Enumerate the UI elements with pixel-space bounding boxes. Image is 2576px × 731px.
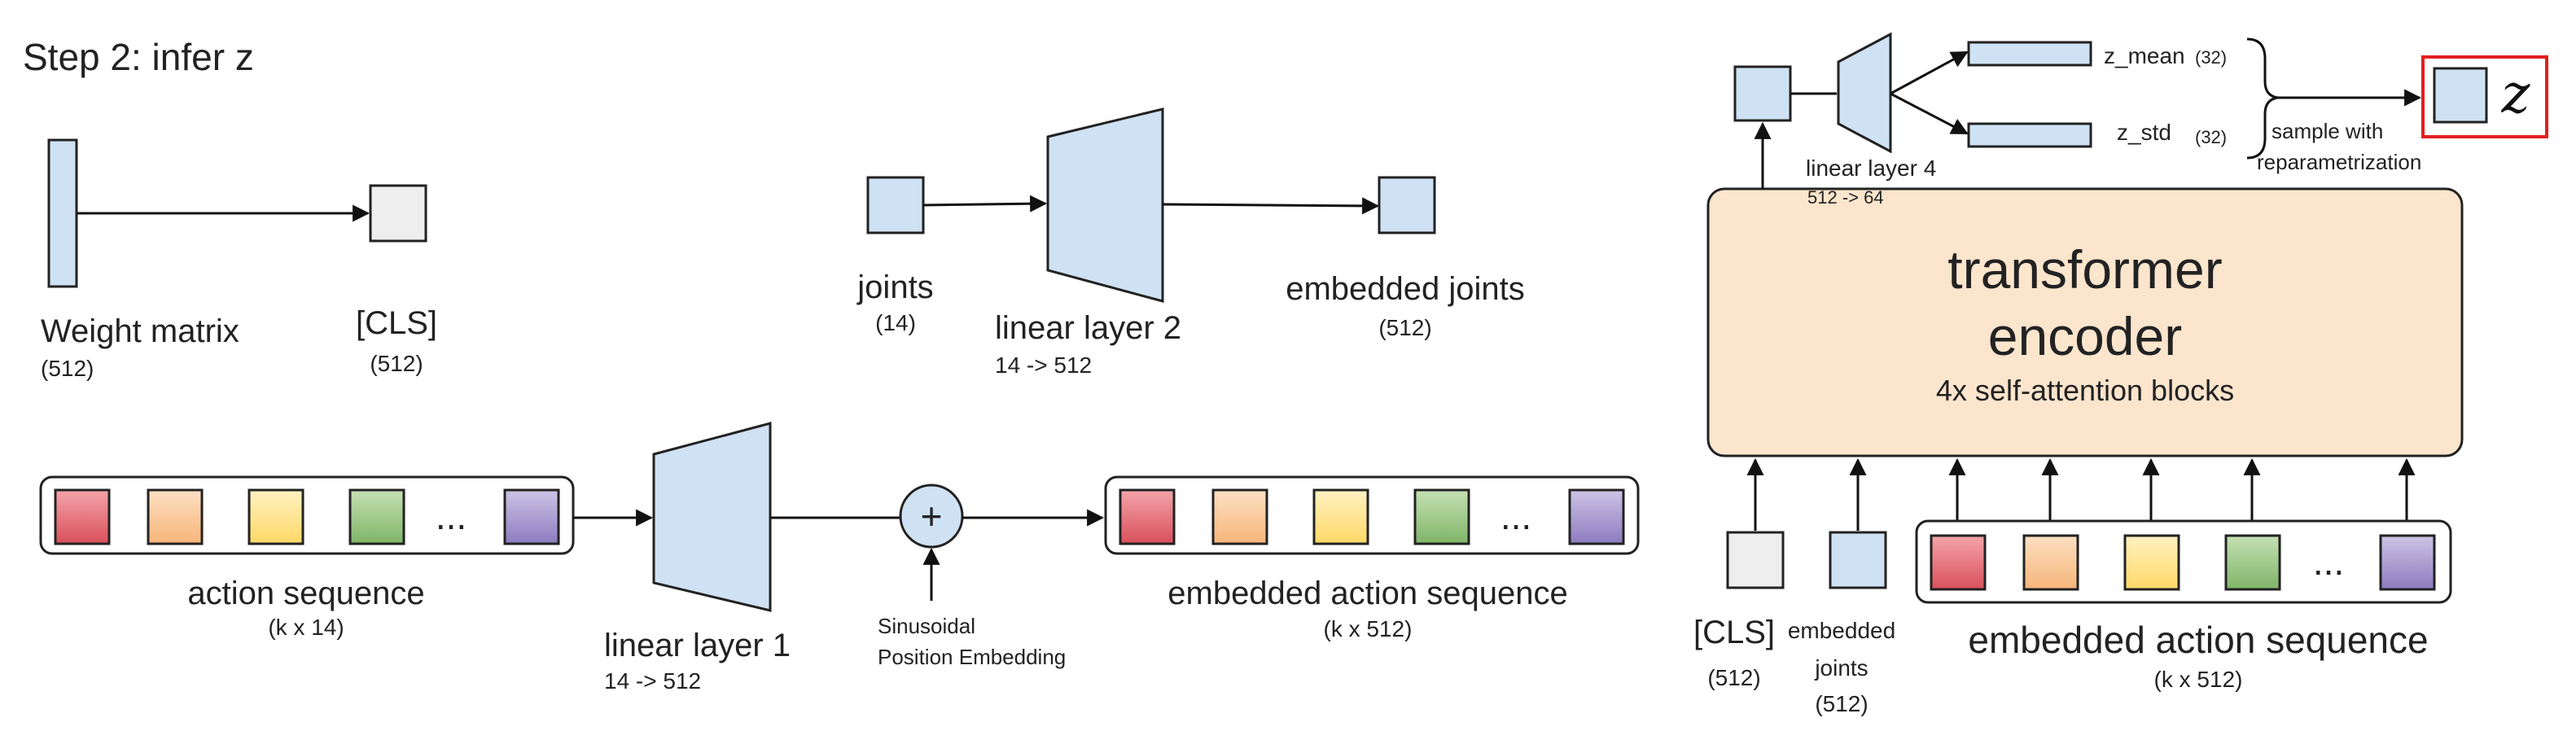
linear-layer-1-block bbox=[652, 422, 772, 612]
transformer-encoder-block bbox=[1706, 187, 2464, 457]
joints-label: joints bbox=[856, 269, 933, 305]
encoder-title-line1: transformer bbox=[1947, 239, 2222, 300]
z-block bbox=[2433, 67, 2488, 124]
z-mean-label: z_mean bbox=[2104, 43, 2185, 68]
transformer-encoder-group: transformer encoder 4x self-attention bl… bbox=[1706, 187, 2464, 457]
right-action-token-3 bbox=[2123, 534, 2180, 591]
action-token-k bbox=[503, 488, 560, 545]
embedded-action-token-2 bbox=[1211, 488, 1268, 545]
right-embedded-action-dim: (k x 512) bbox=[2154, 667, 2243, 692]
right-action-token-4 bbox=[2224, 534, 2281, 591]
action-sequence-ellipsis: ... bbox=[436, 495, 467, 537]
cls-group: [CLS] (512) bbox=[356, 184, 437, 376]
right-cls-block bbox=[1726, 531, 1785, 589]
action-sequence-label: action sequence bbox=[187, 576, 424, 611]
plus-node bbox=[899, 484, 964, 549]
right-action-ellipsis: ... bbox=[2313, 541, 2344, 583]
diagram-title: Step 2: infer z bbox=[23, 36, 254, 78]
right-action-token-1 bbox=[1930, 534, 1987, 591]
z-std-label: z_std bbox=[2117, 120, 2171, 145]
linear-layer-4-label: linear layer 4 bbox=[1806, 155, 1936, 181]
pos-emb-line2: Position Embedding bbox=[878, 645, 1066, 669]
weight-matrix-group: Weight matrix (512) bbox=[41, 138, 370, 381]
linear-layer-4-group: linear layer 4 512 -> 64 bbox=[1806, 32, 1936, 208]
z-symbol: z bbox=[2501, 63, 2531, 125]
embedded-joints-block bbox=[1378, 176, 1436, 234]
right-embedded-action-container bbox=[1915, 519, 2452, 604]
z-mean-dim: (32) bbox=[2195, 47, 2227, 68]
joints-block bbox=[866, 176, 925, 234]
action-token-3 bbox=[248, 488, 304, 545]
right-embedded-joints-line2: joints bbox=[1814, 655, 1868, 681]
joints-dim: (14) bbox=[875, 310, 916, 335]
embedded-action-token-3 bbox=[1312, 488, 1369, 545]
embedded-action-ellipsis: ... bbox=[1500, 495, 1531, 537]
pos-emb-line1: Sinusoidal bbox=[878, 614, 975, 638]
action-sequence-group: ... action sequence (k x 14) bbox=[39, 475, 575, 640]
linear-layer-4-dim: 512 -> 64 bbox=[1807, 187, 1884, 208]
right-embedded-joints-line1: embedded bbox=[1788, 618, 1895, 643]
joints-group: joints (14) bbox=[856, 176, 1048, 335]
linear-layer-1-label: linear layer 1 bbox=[604, 628, 791, 663]
cls-block bbox=[369, 184, 427, 243]
weight-matrix-dim: (512) bbox=[41, 356, 94, 381]
linear-layer-1-group: linear layer 1 14 -> 512 bbox=[604, 422, 791, 694]
linear-layer-4-block bbox=[1837, 32, 1892, 154]
cls-dim: (512) bbox=[370, 351, 423, 376]
action-token-2 bbox=[147, 488, 204, 545]
z-output-group: z bbox=[2421, 55, 2548, 138]
weight-matrix-label: Weight matrix bbox=[41, 313, 239, 349]
embedded-joints-label: embedded joints bbox=[1286, 271, 1525, 307]
z-std-group: z_std (32) bbox=[1967, 120, 2227, 148]
right-cls-label: [CLS] bbox=[1693, 615, 1775, 650]
right-action-token-2 bbox=[2022, 534, 2079, 591]
z-std-dim: (32) bbox=[2195, 127, 2227, 147]
right-embedded-joints-block bbox=[1829, 531, 1887, 589]
right-embedded-joints-dim: (512) bbox=[1815, 691, 1868, 716]
embedded-action-container bbox=[1104, 475, 1640, 555]
linear-layer-2-group: linear layer 2 14 -> 512 bbox=[995, 107, 1380, 378]
z-mean-group: z_mean (32) bbox=[1967, 41, 2227, 68]
linear4-to-zstd-arrow bbox=[1890, 92, 1969, 135]
sample-line2: reparametrization bbox=[2257, 150, 2421, 174]
right-cls-dim: (512) bbox=[1707, 665, 1760, 690]
right-action-token-k bbox=[2379, 534, 2436, 591]
cls-output-block bbox=[1733, 65, 1792, 122]
embedded-action-group: ... embedded action sequence (k x 512) bbox=[1104, 475, 1640, 641]
linear-layer-2-label: linear layer 2 bbox=[995, 310, 1181, 346]
embedded-action-token-1 bbox=[1119, 488, 1176, 545]
embedded-action-token-4 bbox=[1413, 488, 1470, 545]
embedded-joints-dim: (512) bbox=[1378, 315, 1431, 340]
encoder-title-line2: encoder bbox=[1988, 306, 2183, 366]
sample-line1: sample with bbox=[2272, 119, 2383, 143]
linear-layer-2-block bbox=[1046, 107, 1164, 303]
embedded-action-label: embedded action sequence bbox=[1168, 576, 1567, 611]
weight-matrix-block bbox=[47, 138, 78, 288]
linear-layer-1-dim: 14 -> 512 bbox=[604, 668, 701, 694]
embedded-joints-group: embedded joints (512) bbox=[1286, 176, 1525, 340]
z-mean-block bbox=[1967, 41, 2092, 67]
linear-layer-2-dim: 14 -> 512 bbox=[995, 352, 1092, 378]
encoder-subtitle: 4x self-attention blocks bbox=[1936, 374, 2234, 407]
positional-add-group: + Sinusoidal Position Embedding bbox=[878, 484, 1066, 669]
linear2-to-embedded-joints-arrow bbox=[1162, 197, 1380, 215]
plus-symbol: + bbox=[921, 495, 943, 537]
action-sequence-dim: (k x 14) bbox=[268, 615, 344, 640]
joints-to-linear2-arrow bbox=[922, 195, 1048, 212]
action-token-4 bbox=[348, 488, 405, 545]
action-sequence-container bbox=[39, 475, 575, 555]
action-token-1 bbox=[54, 488, 111, 545]
embedded-action-dim: (k x 512) bbox=[1324, 616, 1413, 641]
z-std-block bbox=[1967, 122, 2092, 148]
linear4-to-zmean-arrow bbox=[1890, 50, 1969, 95]
right-embedded-action-group: ... embedded action sequence (k x 512) bbox=[1915, 457, 2452, 692]
right-embedded-action-label: embedded action sequence bbox=[1968, 619, 2428, 661]
cls-label: [CLS] bbox=[356, 305, 437, 341]
embedded-action-token-k bbox=[1568, 488, 1625, 545]
